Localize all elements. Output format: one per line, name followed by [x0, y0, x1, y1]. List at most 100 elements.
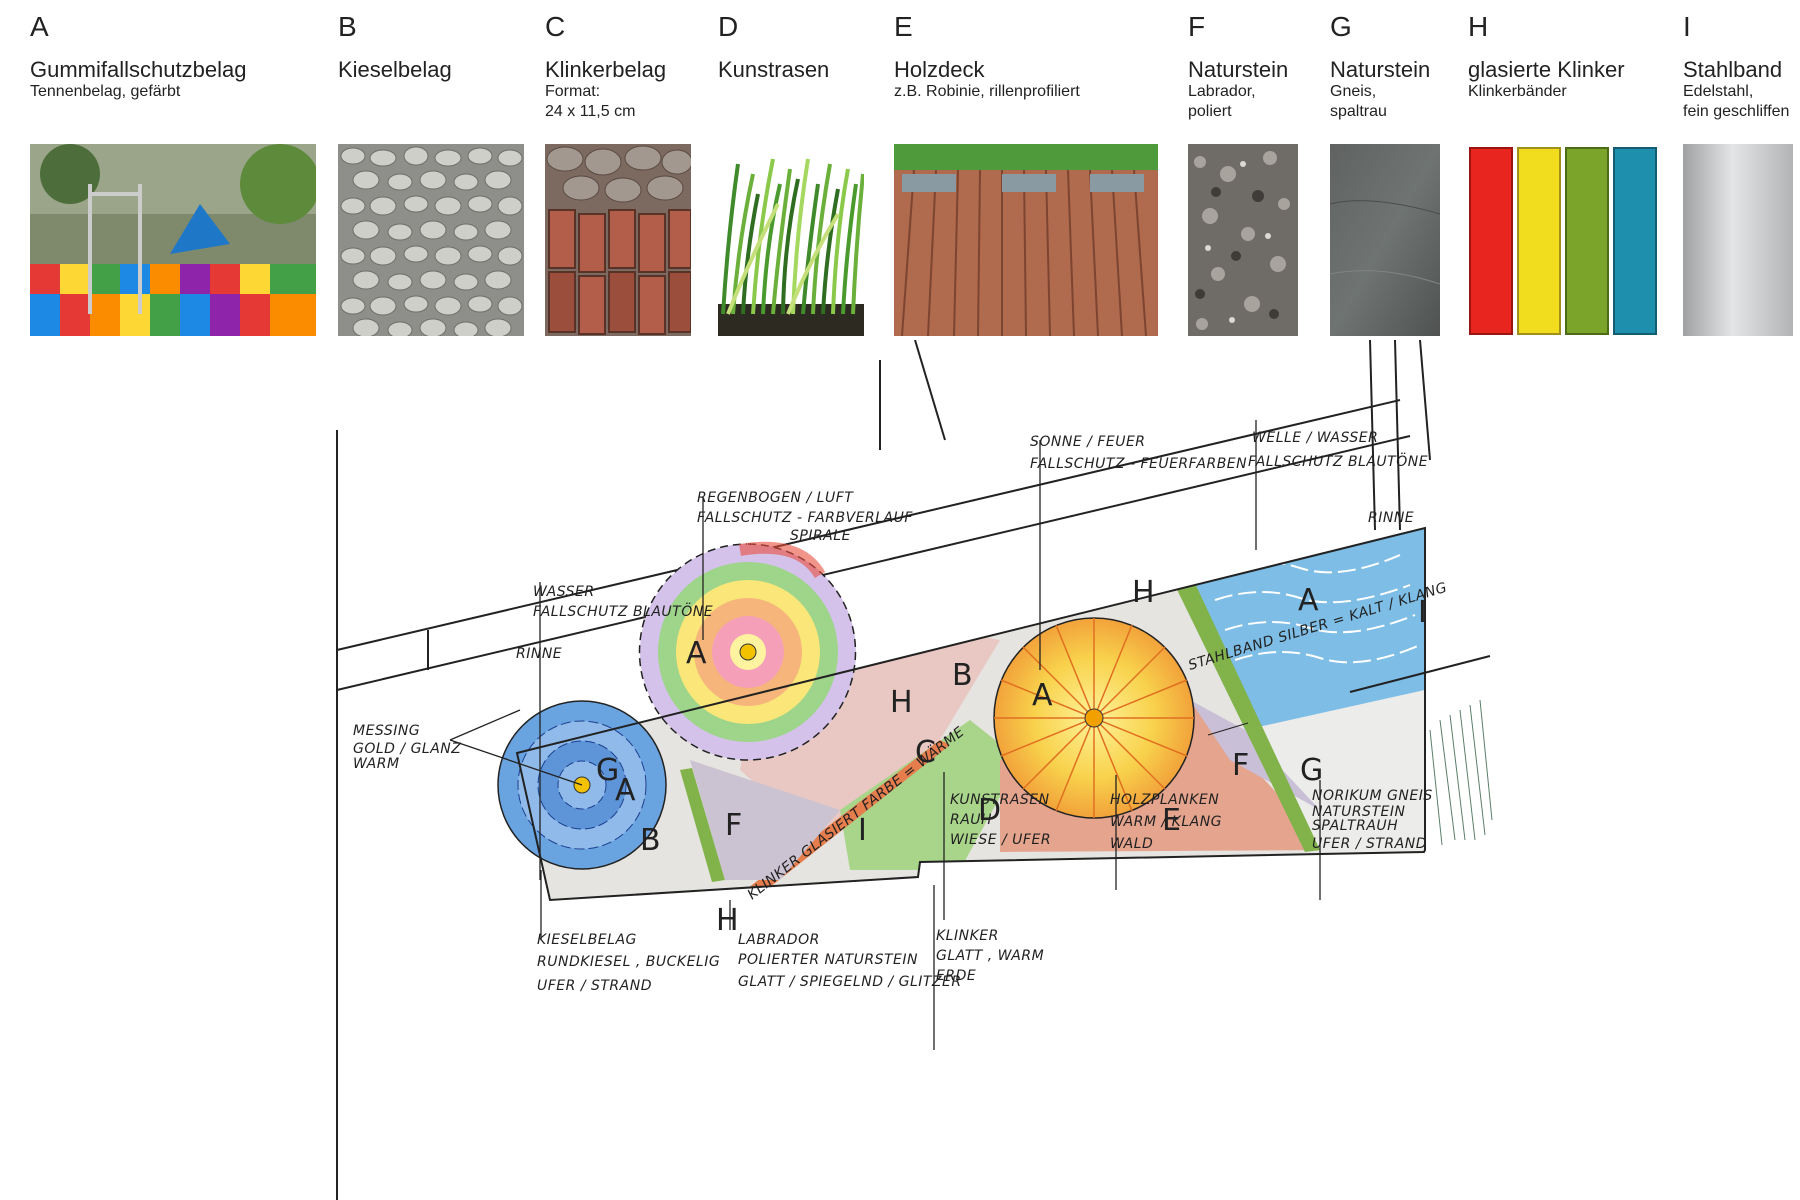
zone-label: A — [1032, 678, 1053, 713]
material-name: Naturstein — [1188, 57, 1289, 82]
annotation-kunstrasen-detail: WIESE / UFER — [950, 832, 1051, 848]
annotation-welle: WELLE / WASSER — [1252, 430, 1378, 446]
material-h: H glasierte Klinker Klinkerbänder — [1468, 10, 1688, 102]
material-letter: A — [30, 11, 49, 42]
zone-label: A — [686, 636, 707, 671]
material-d: D Kunstrasen — [718, 10, 878, 82]
annotation-wasser-detail: FALLSCHUTZ BLAUTÖNE — [533, 602, 713, 620]
material-name: Holzdeck — [894, 57, 985, 82]
material-name: glasierte Klinker — [1468, 57, 1625, 82]
material-g: G Naturstein Gneis, spaltrau — [1330, 10, 1470, 122]
zone-label: A — [1298, 583, 1319, 618]
leader-lines — [449, 420, 1321, 1050]
wood-deck-photo-icon — [894, 144, 1158, 336]
zone-label: H — [1132, 575, 1155, 610]
annotation-sonne-detail: FALLSCHUTZ - FEUERFARBEN — [1030, 456, 1247, 472]
annotation-welle-detail: FALLSCHUTZ BLAUTÖNE — [1248, 452, 1428, 470]
zone-label: B — [952, 658, 973, 693]
zone-label: H — [716, 903, 739, 938]
zone-label: H — [890, 685, 913, 720]
material-letter: D — [718, 11, 739, 42]
material-i: I Stahlband Edelstahl, fein geschliffen — [1683, 10, 1800, 122]
annotation-klinker-detail: GLATT , WARM — [936, 948, 1044, 964]
zone-label: G — [596, 753, 619, 788]
material-f: F Naturstein Labrador, poliert — [1188, 10, 1328, 122]
zone-label: I — [858, 813, 867, 848]
annotation-rinne: RINNE — [516, 646, 562, 662]
right-hatching — [1429, 699, 1493, 846]
annotation-norikum: NORIKUM GNEIS — [1312, 788, 1433, 804]
gneiss-stone-photo-icon — [1330, 144, 1440, 336]
material-letter: H — [1468, 11, 1489, 42]
annotation-norikum-detail: UFER / STRAND — [1312, 836, 1427, 852]
annotation-kunstrasen: KUNSTRASEN — [950, 792, 1050, 808]
material-desc: Tennenbelag, gefärbt — [30, 83, 181, 100]
zone-label: B — [640, 823, 661, 858]
material-a: A Gummifallschutzbelag Tennenbelag, gefä… — [30, 10, 330, 102]
material-desc: 24 x 11,5 cm — [545, 103, 636, 120]
pebble-photo-icon — [338, 144, 524, 336]
material-name: Naturstein — [1330, 57, 1431, 82]
zone-label: G — [1300, 753, 1323, 788]
material-desc: Edelstahl, — [1683, 83, 1754, 100]
annotation-wasser: WASSER — [533, 584, 595, 600]
annotation-klinker-detail: ERDE — [936, 968, 976, 984]
annotation-spirale: SPIRALE — [790, 528, 851, 544]
material-desc: fein geschliffen — [1683, 103, 1790, 120]
material-e: E Holzdeck z.B. Robinie, rillenprofilier… — [894, 10, 1194, 102]
plot-outline — [515, 526, 1426, 902]
playground-photo-icon — [30, 144, 316, 336]
zone-label: C — [915, 735, 936, 770]
material-desc: Labrador, — [1188, 83, 1256, 100]
zone-label: A — [615, 773, 636, 808]
zone-label: F — [725, 808, 742, 843]
glazed-bricks-photo-icon — [1468, 144, 1658, 336]
material-desc: Gneis, — [1330, 83, 1377, 100]
annotation-rinne: RINNE — [1368, 510, 1414, 526]
annotation-labrador-detail: GLATT / SPIEGELND / GLITZER — [738, 974, 962, 990]
annotation-norikum-detail: NATURSTEIN — [1312, 804, 1405, 820]
annotation-regenbogen-detail: FALLSCHUTZ - FARBVERLAUF — [697, 510, 913, 526]
material-name: Klinkerbelag — [545, 57, 667, 82]
annotation-messing: MESSING — [353, 723, 420, 739]
annotation-messing-detail: WARM — [353, 756, 400, 772]
annotation-labrador: LABRADOR — [738, 932, 820, 948]
annotation-holz-detail: WALD — [1110, 836, 1153, 852]
annotation-kiesel: KIESELBELAG — [537, 932, 637, 948]
material-b: B Kieselbelag — [338, 10, 538, 82]
zone-label: I — [1418, 595, 1427, 630]
brick-photo-icon — [545, 144, 691, 336]
annotation-holz-detail: WARM / KLANG — [1110, 814, 1222, 830]
annotation-kiesel-detail: RUNDKIESEL , BUCKELIG — [537, 954, 720, 970]
labrador-stone-photo-icon — [1188, 144, 1298, 336]
material-c: C Klinkerbelag Format: 24 x 11,5 cm — [545, 10, 715, 122]
annotation-labrador-detail: POLIERTER NATURSTEIN — [738, 952, 918, 968]
annotation-messing-detail: GOLD / GLANZ — [353, 741, 461, 757]
material-letter: I — [1683, 11, 1691, 42]
zone-label: E — [1162, 803, 1181, 838]
material-desc: z.B. Robinie, rillenprofiliert — [894, 83, 1080, 100]
annotation-norikum-detail: SPALTRAUH — [1312, 818, 1398, 834]
material-desc: poliert — [1188, 103, 1232, 120]
steel-band-photo-icon — [1683, 144, 1793, 336]
material-desc: spaltrau — [1330, 103, 1387, 120]
material-letter: E — [894, 11, 913, 42]
zone-label: D — [978, 793, 1001, 828]
annotation-regenbogen: REGENBOGEN / LUFT — [697, 490, 854, 506]
material-name: Kunstrasen — [718, 57, 830, 82]
annotation-kiesel-detail: UFER / STRAND — [537, 978, 652, 994]
grass-photo-icon — [718, 144, 864, 336]
plan-annotations: WASSER FALLSCHUTZ BLAUTÖNE REGENBOGEN / … — [353, 430, 1433, 994]
site-plan-sketch: A A A A B B C D E F F G G H H H I I KLIN… — [336, 340, 1493, 1200]
context-lines — [336, 340, 1431, 1200]
zone-label: F — [1232, 748, 1249, 783]
material-desc: Format: — [545, 83, 601, 100]
material-legend: A Gummifallschutzbelag Tennenbelag, gefä… — [0, 0, 1800, 340]
material-letter: G — [1330, 11, 1352, 42]
material-name: Gummifallschutzbelag — [30, 57, 247, 82]
material-name: Kieselbelag — [338, 57, 452, 82]
material-letter: C — [545, 11, 566, 42]
sun-circle — [993, 617, 1195, 819]
annotation-kunstrasen-detail: RAUH — [950, 812, 992, 828]
material-letter: B — [338, 11, 357, 42]
